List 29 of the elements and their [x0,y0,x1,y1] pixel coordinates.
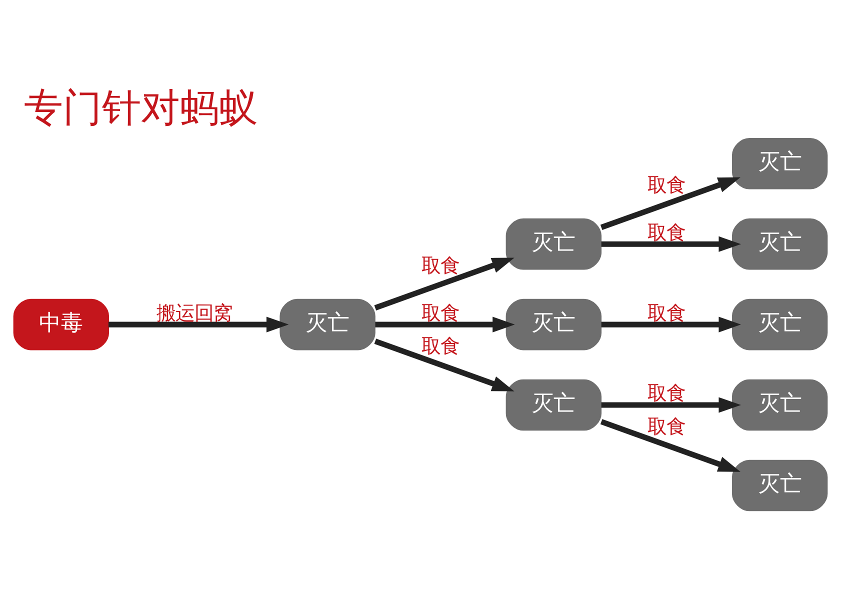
node-box: 灭亡 [506,218,602,270]
edge-label: 搬运回窝 [156,301,232,324]
node-box: 灭亡 [506,298,602,350]
arrow [374,338,514,392]
arrow [601,236,741,252]
diagram-title: 专门针对蚂蚁 [24,86,258,132]
arrow [375,316,515,332]
arrow [108,316,289,332]
edge-label: 取食 [648,415,686,438]
node-box: 中毒 [13,298,110,350]
edge-label: 取食 [648,174,686,197]
node-box: 灭亡 [732,298,828,350]
arrow [600,419,740,472]
edge-label: 取食 [422,254,460,278]
arrow [374,258,514,310]
node-box: 灭亡 [732,138,828,190]
node-box: 灭亡 [506,379,602,431]
node-box: 灭亡 [280,298,376,350]
arrow [600,177,740,230]
edge-label: 取食 [422,301,460,324]
node-box: 灭亡 [732,379,828,431]
edge-label: 取食 [648,220,686,244]
node-box: 灭亡 [732,218,828,270]
arrow [601,397,741,413]
node-box: 灭亡 [732,460,828,512]
edge-label: 取食 [648,301,686,324]
arrow [601,316,741,332]
edge-label: 取食 [422,334,460,358]
edge-label: 取食 [648,382,686,405]
